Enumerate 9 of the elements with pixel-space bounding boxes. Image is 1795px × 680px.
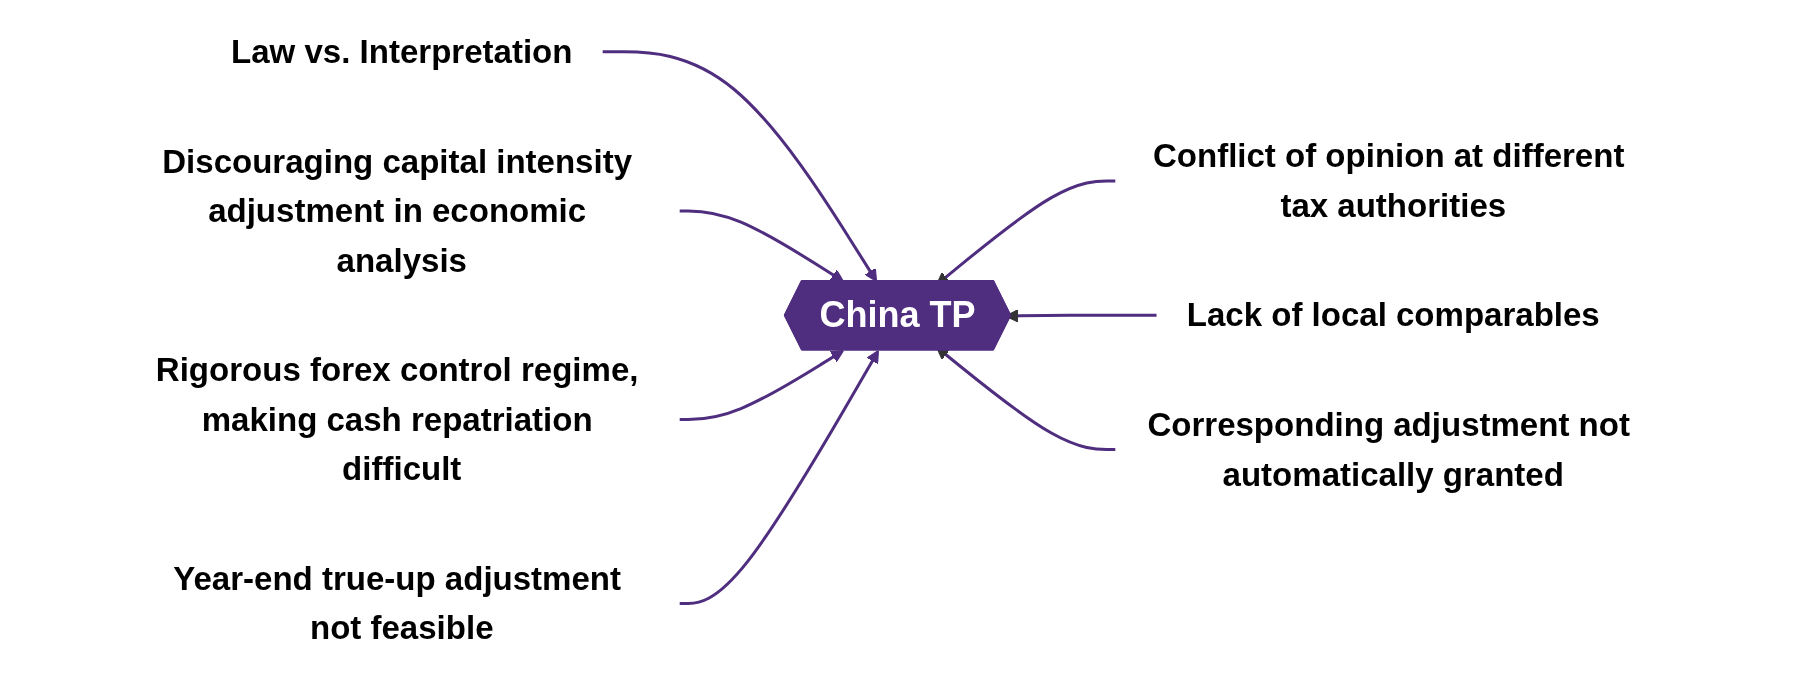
node-text: Year-end true-up adjustment not feasible	[173, 559, 622, 647]
arrow	[679, 349, 879, 605]
node-text: Lack of local comparables	[1186, 296, 1600, 334]
node-text: Law vs. Interpretation	[231, 33, 573, 71]
arrow	[679, 349, 845, 422]
node-text: Rigorous forex control regime, making cash repatriation difficult	[155, 351, 639, 488]
node-text: Discouraging capital intensity adjustment in economic analysis	[162, 142, 633, 280]
node-text: Corresponding adjustment not automatically granted	[1147, 406, 1630, 494]
node-text: Conflict of opinion at different tax authorities	[1152, 137, 1625, 225]
